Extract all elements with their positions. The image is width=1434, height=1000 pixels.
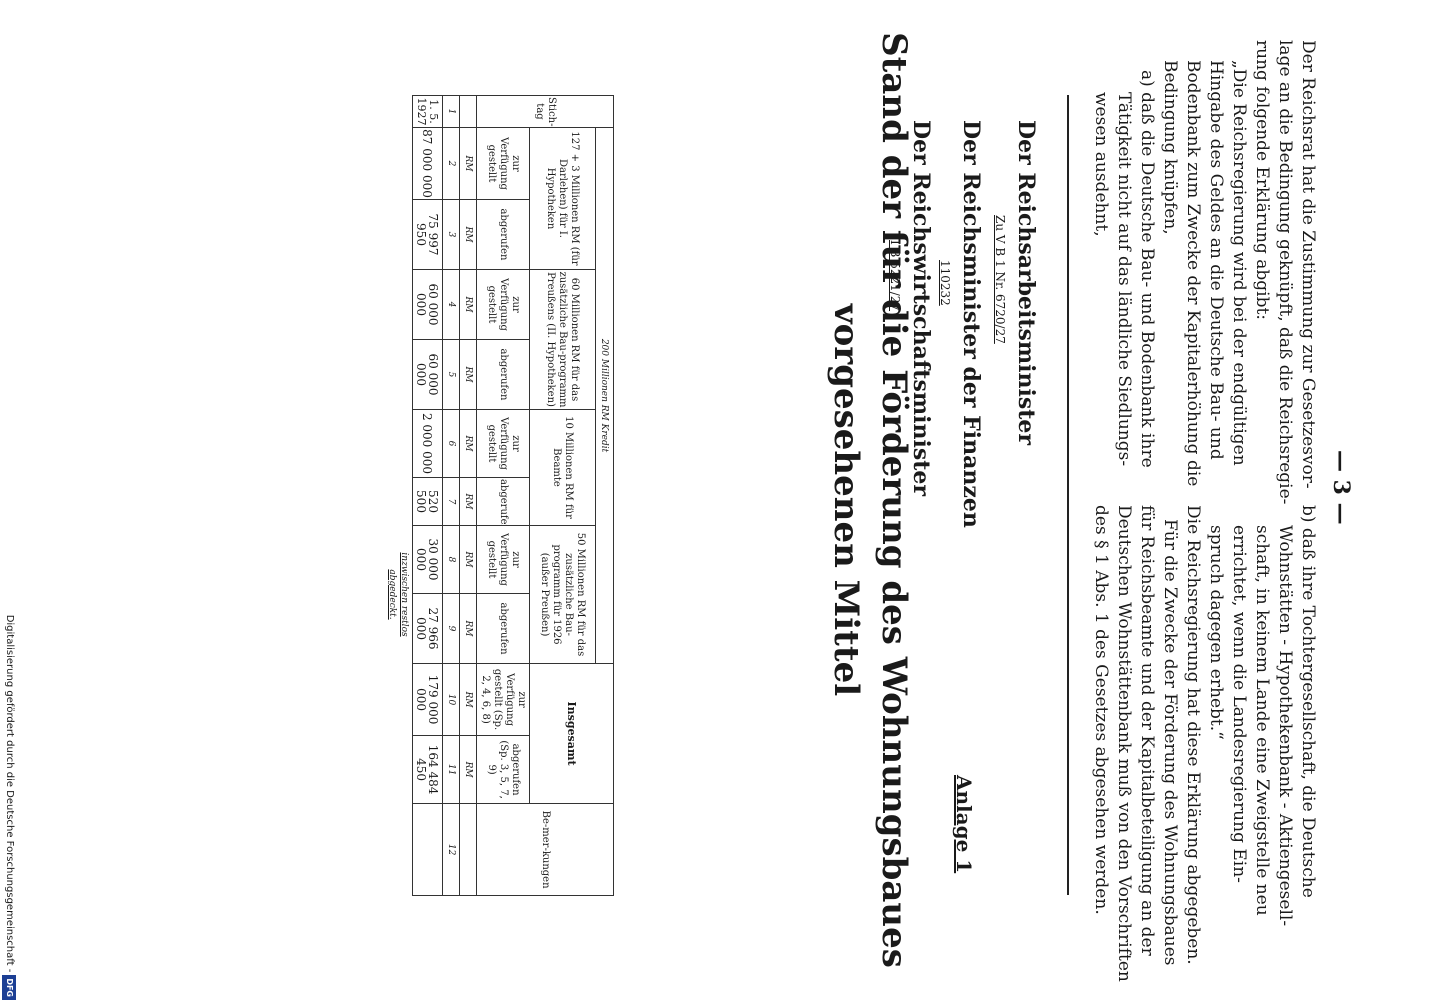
subheader-abgerufen: abgerufen [476,593,530,664]
column-number: 4 [442,269,460,340]
item-b-line: Wohnstätten - Hypothekenbank - Aktienges… [1275,525,1295,927]
signature-title: Der Reichsminister der Finanzen [958,120,984,528]
signature-ref: 110232 [938,260,952,306]
para2-line: Deutschen Wohnstättenbank muß von den Vo… [1114,505,1134,982]
item-a-line: a) daß die Deutsche Bau- und Bodenbank i… [1137,70,1157,468]
unit-label: RM [459,525,477,594]
unit-label: RM [459,663,477,736]
subheader-total-abgerufen: abgerufen (Sp. 3, 5, 7, 9) [476,735,530,804]
unit-label: RM [459,477,477,526]
column-number: 9 [442,593,460,664]
item-a-line: wesen ausdehnt, [1091,92,1111,237]
column-number: 12 [442,803,460,896]
table-title-line-2: vorgesehenen Mittel [826,303,866,697]
signature-ref: Zu V B 1 Nr. 6720/27 [993,215,1007,344]
subheader-zur: zur Verfügung gestellt [476,525,530,594]
header-group-3: 10 Millionen RM für Beamte [529,409,596,526]
signature-title: Der Reichsarbeitsminister [1013,120,1039,445]
table-note: inzwischen restlos abgedeckt. [387,552,409,637]
quote-line: Hingabe des Geldes an die Deutsche Bau- … [1206,60,1226,460]
row-value: 30 000 000 [412,525,443,594]
subheader-abgerufen: abgerufen [476,477,530,526]
subheader-zur: zur Verfügung gestellt [476,269,530,340]
quote-line: Bodenbank zum Zwecke der Kapitalerhöhung… [1183,60,1203,487]
left-para-line: lage an die Bedingung geknüpft, daß die … [1275,40,1295,505]
para2-line: Für die Zwecke der Förderung des Wohnung… [1160,519,1180,966]
column-number: 11 [442,735,460,804]
unit-label: RM [459,199,477,270]
para2-line: des § 1 Abs. 1 des Gesetzes abgesehen we… [1091,505,1111,915]
header-bemerkungen: Be-mer-kungen [476,803,614,896]
row-value: 87 000 000 [412,127,443,200]
quote-line: „Die Reichsregierung wird bei der endgül… [1229,60,1249,466]
table-title-line-1: Stand der für die Förderung des Wohnungs… [874,32,914,968]
dfg-logo: DFG [2,975,16,1000]
item-b-line: errichtet, wenn die Landesregierung Ein- [1229,525,1249,883]
column-number: 1 [442,95,460,128]
unit-label: RM [459,409,477,478]
left-para-line: Der Reichsrat hat die Zustimmung zur Ges… [1298,40,1318,489]
row-value: 520 500 [412,477,443,526]
dfg-footer: Digitalisierung gefördert durch die Deut… [2,0,16,1000]
column-number: 10 [442,663,460,736]
row-value: 60 000 000 [412,339,443,410]
right-column: b) daß ihre Tochtergesellschaft, die Deu… [1089,505,1319,982]
unit-row: RM RM RM RM RM RM RM RM RM RM [459,95,477,896]
row-date: 1. 5. 1927 [412,95,443,128]
unit-label: RM [459,339,477,410]
funds-table: Stich-tag 200 Millionen RM Kredit Insges… [384,95,614,896]
row-value: 75 997 950 [412,199,443,270]
unit-label: RM [459,735,477,804]
column-number: 5 [442,339,460,410]
item-a-line: Tätigkeit nicht auf das ländliche Siedlu… [1114,92,1134,467]
unit-label: RM [459,127,477,200]
section-divider [1067,95,1069,895]
row-value [412,803,443,896]
header-total: Insgesamt [529,663,614,804]
row-value: 179 000 000 [412,663,443,736]
table-row: 1. 5. 1927 87 000 000 75 997 950 60 000 … [412,95,443,896]
para2-line: für Reichsbeamte und der Kapitalbeteilig… [1137,505,1157,956]
item-b-line: b) daß ihre Tochtergesellschaft, die Deu… [1298,505,1318,898]
para2-line: Die Reichsregierung hat diese Erklärung … [1183,505,1203,965]
column-number: 7 [442,477,460,526]
column-number-row: 1 2 3 4 5 6 7 8 9 10 11 12 [442,95,460,896]
header-group-4: 50 Millionen RM für das zusätzliche Bau-… [529,525,596,664]
row-value: 164 484 450 [412,735,443,804]
footer-text: Digitalisierung gefördert durch die Deut… [4,614,15,973]
annex-label: Anlage 1 [952,775,976,874]
subheader-total-zur: zur Verfügung gestellt (Sp. 2, 4, 6, 8) [476,663,530,736]
column-number: 6 [442,409,460,478]
subheader-abgerufen: abgerufen [476,199,530,270]
row-value: 27 966 000 [412,593,443,664]
header-group-1: 127 + 3 Millionen RM (für Darlehen) für … [529,127,596,270]
header-super: 200 Millionen RM Kredit [595,127,614,664]
row-value: 2 000 000 [412,409,443,478]
subheader-zur: zur Verfügung gestellt [476,409,530,478]
subheader-zur: zur Verfügung gestellt [476,127,530,200]
item-b-line: spruch dagegen erhebt.“ [1206,525,1226,740]
unit-label: RM [459,269,477,340]
left-para-line: rung folgende Erklärung abgibt: [1252,40,1272,321]
left-column: Der Reichsrat hat die Zustimmung zur Ges… [1089,40,1319,505]
column-number: 3 [442,199,460,270]
page-number: — 3 — [1328,450,1354,525]
item-b-line: schaft, in keinem Lande eine Zweigstelle… [1252,525,1272,916]
header-stichtag: Stich-tag [476,95,614,128]
row-value: 60 000 000 [412,269,443,340]
subheader-abgerufen: abgerufen [476,339,530,410]
column-number: 2 [442,127,460,200]
header-group-2: 60 Millionen RM für das zusätzliche Bau-… [529,269,596,410]
unit-label: RM [459,593,477,664]
quote-line: Bedingung knüpfen, [1160,60,1180,235]
column-number: 8 [442,525,460,594]
